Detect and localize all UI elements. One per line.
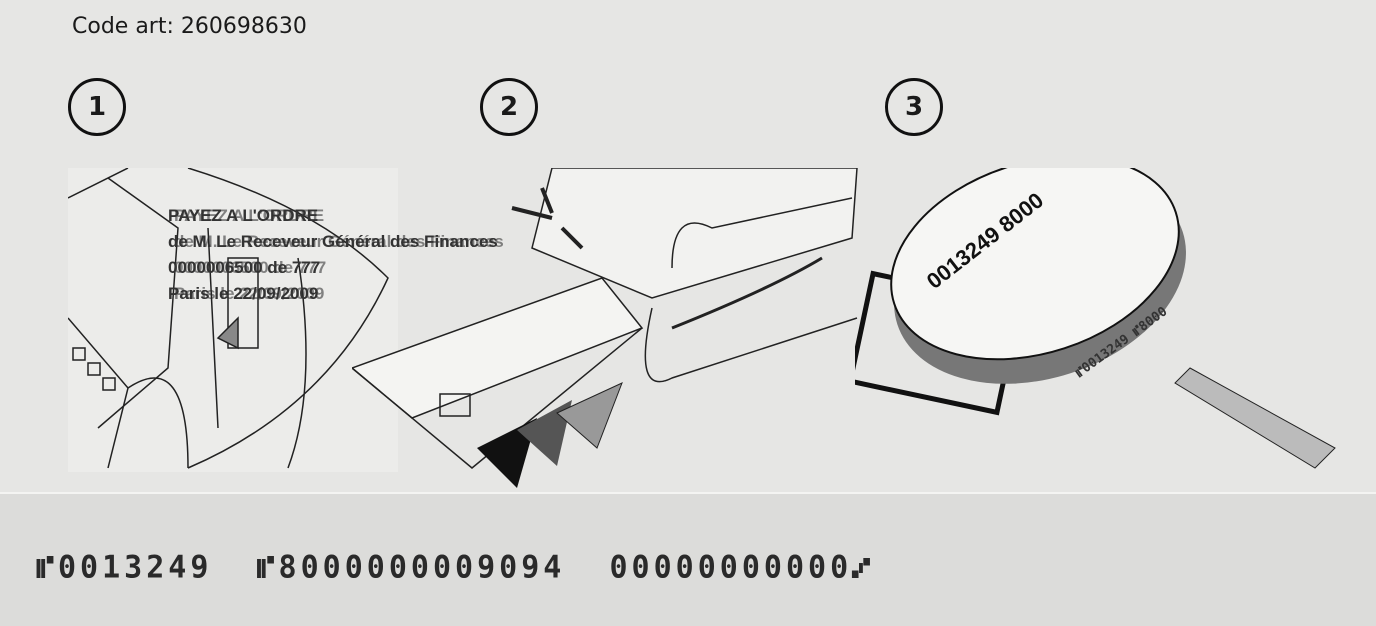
date-line: Paris le 22/09/2009 [168, 284, 319, 303]
cheque-print-text: PAYEZ A L'ORDRE de M. Le Receveur Généra… [168, 203, 498, 307]
payee-line: PAYEZ A L'ORDRE [168, 206, 319, 225]
step-2-badge: 2 [480, 78, 538, 136]
micr-code-line: ⑈0013249 ⑈8000000009094 00000000000⑇ [36, 549, 875, 586]
magnifier-icon [855, 168, 1336, 469]
step-1-illustration [68, 168, 398, 472]
payee-name: de M. Le Receveur Général des Finances [168, 232, 498, 251]
amount-line: 0000006500 de 777 [168, 258, 321, 277]
micr-band [0, 492, 1376, 626]
step-3-badge: 3 [885, 78, 943, 136]
cheque-insertion-drawing-icon [352, 168, 858, 488]
step-1-badge: 1 [68, 78, 126, 136]
step-2-illustration [352, 168, 862, 488]
printer-drawing-icon [68, 168, 389, 469]
code-art-label: Code art: 260698630 [72, 14, 307, 39]
step-3-illustration: 0013249 8000 ⑈0013249 ⑈8000 [855, 168, 1376, 472]
